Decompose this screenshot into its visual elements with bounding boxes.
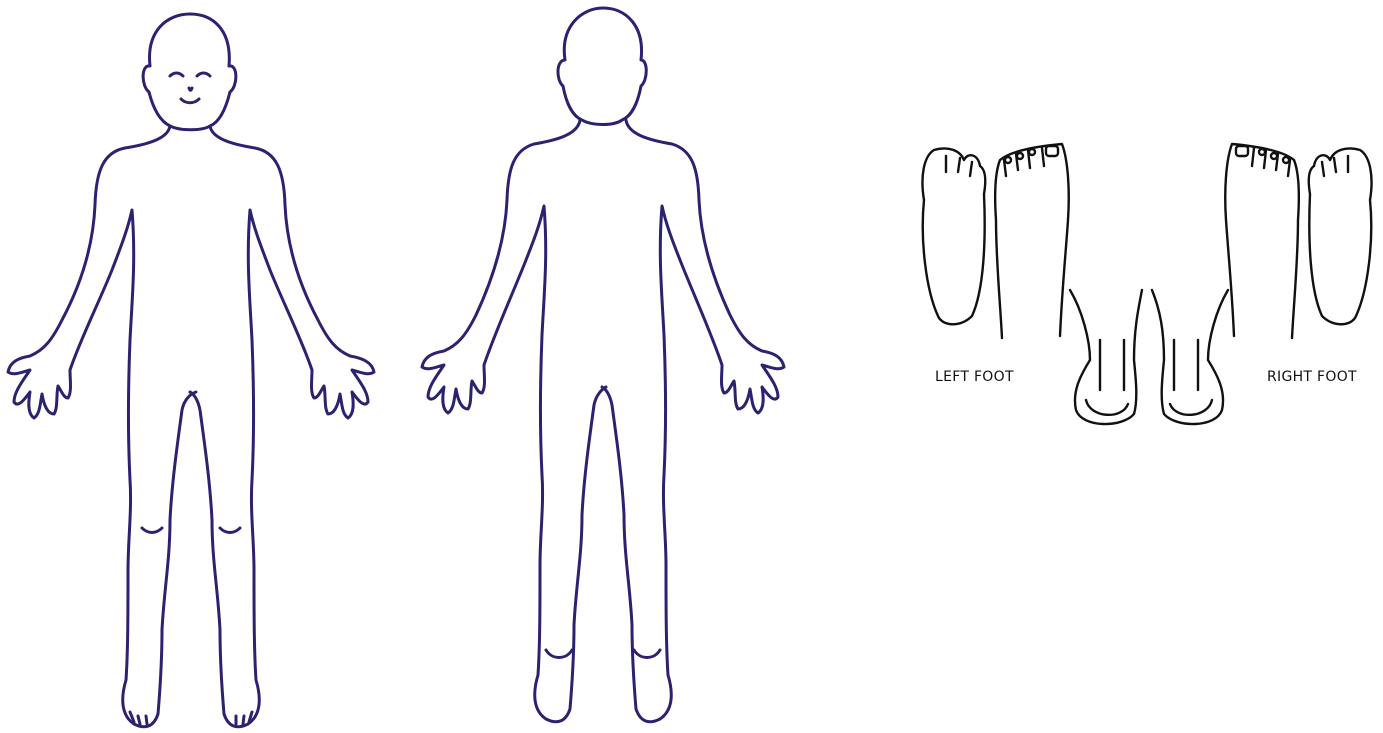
- left-heel-back-inner: [1086, 340, 1128, 415]
- front-left-knee: [142, 528, 162, 533]
- front-body-right-side: [190, 126, 374, 727]
- right-foot-toenail-3: [1271, 153, 1277, 159]
- front-right-eye: [197, 73, 210, 76]
- right-foot-sole-toes: [1322, 156, 1348, 176]
- back-body-figure: [422, 8, 784, 722]
- front-left-toes: [130, 712, 147, 724]
- front-nose: [189, 88, 192, 90]
- front-body-figure: [8, 14, 374, 727]
- left-foot-toenail-2: [1029, 149, 1035, 155]
- back-body-right-side: [602, 120, 784, 722]
- front-right-toes: [236, 712, 252, 724]
- left-foot-label: LEFT FOOT: [935, 369, 1014, 385]
- left-foot-sole: [922, 148, 985, 324]
- back-head-outline: [558, 8, 646, 125]
- front-right-knee: [220, 528, 240, 533]
- left-foot-big-toenail: [1046, 146, 1058, 156]
- right-foot-big-toenail: [1236, 146, 1248, 156]
- right-heel-back-inner: [1170, 340, 1212, 415]
- left-foot-toenail-3: [1017, 153, 1023, 159]
- back-body-left-side: [422, 120, 606, 722]
- left-heel-back-outline: [1070, 290, 1142, 424]
- back-right-heel: [634, 650, 660, 658]
- front-left-eye: [170, 73, 183, 76]
- front-mouth: [181, 99, 199, 103]
- front-body-left-side: [8, 126, 196, 727]
- right-foot-label: RIGHT FOOT: [1267, 369, 1357, 385]
- left-foot-toenail-4: [1005, 157, 1011, 163]
- back-left-heel: [546, 650, 572, 658]
- right-foot-toenail-2: [1259, 149, 1265, 155]
- left-foot-sole-toes: [946, 156, 972, 176]
- right-heel-back-outline: [1152, 290, 1228, 424]
- front-head-outline: [143, 14, 236, 130]
- right-foot-toenail-4: [1283, 157, 1289, 163]
- right-foot-sole: [1309, 148, 1372, 324]
